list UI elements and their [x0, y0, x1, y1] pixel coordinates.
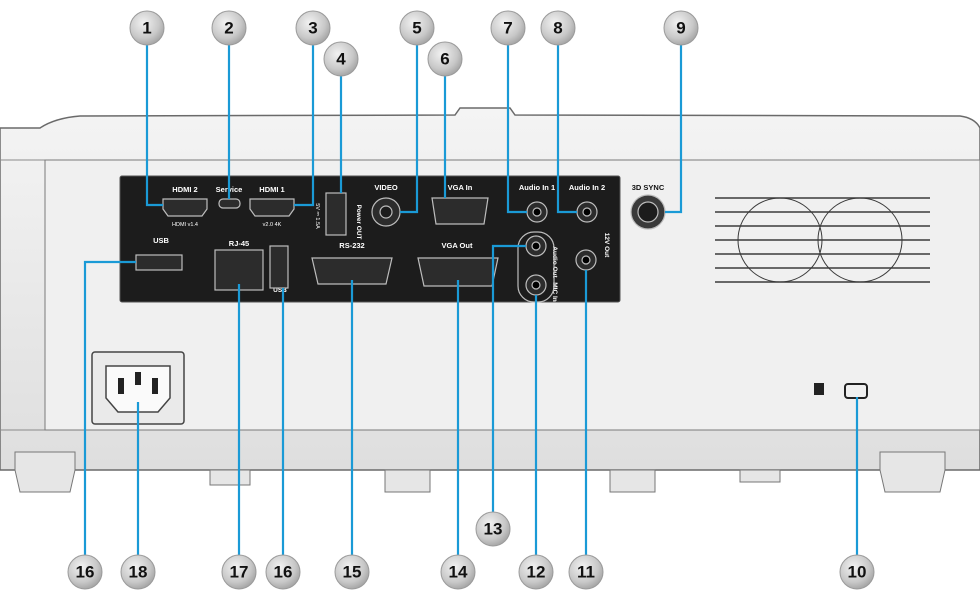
callout-18-text: 18 — [129, 563, 148, 582]
callout-14-text: 14 — [449, 563, 468, 582]
callout-14: 14 — [440, 554, 476, 590]
projector-feet — [14, 451, 946, 493]
usb-bottom-port — [269, 245, 289, 289]
hdmi2-port — [162, 198, 208, 217]
callout-13: 13 — [475, 511, 511, 547]
power-rating-label: 5V ⎓ 1.5A — [314, 203, 320, 229]
callout-9-text: 9 — [676, 19, 685, 38]
vent-grille — [715, 197, 930, 283]
vga-in-label: VGA In — [448, 183, 473, 192]
usb-bottom-label: USB — [273, 287, 287, 294]
ac-power-inlet — [91, 351, 185, 425]
vga-out-label: VGA Out — [442, 241, 473, 250]
hdmi1-sub-label: v2.0 4K — [263, 222, 282, 228]
callout-6: 6 — [427, 41, 463, 77]
callout-11: 11 — [568, 554, 604, 590]
callout-7: 7 — [490, 10, 526, 46]
callout-2: 2 — [211, 10, 247, 46]
callout-5: 5 — [399, 10, 435, 46]
callout-6-text: 6 — [440, 50, 449, 69]
vga-in-port — [431, 197, 489, 225]
callout-5-text: 5 — [412, 19, 421, 38]
service-port — [218, 198, 241, 209]
usb-top-port — [135, 254, 183, 271]
mic-in-label: MIC In — [551, 282, 558, 302]
hdmi2-label: HDMI 2 — [172, 185, 197, 194]
power-out-usb-port — [325, 192, 347, 236]
callout-2-text: 2 — [224, 19, 233, 38]
callout-9: 9 — [663, 10, 699, 46]
rs232-port — [311, 257, 393, 285]
audio-in2-label: Audio In 2 — [569, 183, 605, 192]
hdmi1-port — [249, 198, 295, 217]
callout-3: 3 — [295, 10, 331, 46]
rj45-label: RJ-45 — [229, 239, 249, 248]
callout-16a-text: 16 — [76, 563, 95, 582]
callout-3-text: 3 — [308, 19, 317, 38]
callout-15: 15 — [334, 554, 370, 590]
callout-15-text: 15 — [343, 563, 362, 582]
power-out-label: Power OUT — [355, 204, 362, 239]
video-label: VIDEO — [374, 183, 398, 192]
callout-1-text: 1 — [142, 19, 151, 38]
usb-top-label: USB — [153, 236, 169, 245]
callout-10-text: 10 — [848, 563, 867, 582]
hdmi1-label: HDMI 1 — [259, 185, 284, 194]
callout-4: 4 — [323, 41, 359, 77]
callout-17-text: 17 — [230, 563, 249, 582]
callout-16b-text: 16 — [274, 563, 293, 582]
callout-1: 1 — [129, 10, 165, 46]
callout-11-text: 11 — [577, 563, 595, 582]
12v-out-label: 12V Out — [603, 233, 610, 258]
callout-8: 8 — [540, 10, 576, 46]
callout-4-text: 4 — [336, 50, 346, 69]
callout-12-text: 12 — [527, 563, 546, 582]
hdmi2-sub-label: HDMI v1.4 — [172, 222, 198, 228]
callout-10: 10 — [839, 554, 875, 590]
callout-16-left: 16 — [67, 554, 103, 590]
callout-8-text: 8 — [553, 19, 562, 38]
callout-13-text: 13 — [484, 520, 503, 539]
leader-lines — [83, 44, 859, 568]
3d-sync-label: 3D SYNC — [632, 183, 665, 192]
rs232-label: RS-232 — [339, 241, 364, 250]
callout-16-right: 16 — [265, 554, 301, 590]
callout-18: 18 — [120, 554, 156, 590]
callout-7-text: 7 — [503, 19, 512, 38]
callout-17: 17 — [221, 554, 257, 590]
ports — [135, 192, 666, 303]
audio-in1-label: Audio In 1 — [519, 183, 555, 192]
callout-12: 12 — [518, 554, 554, 590]
callouts: 1 2 3 4 5 6 7 8 9 16 18 17 16 15 14 13 1… — [67, 10, 875, 590]
